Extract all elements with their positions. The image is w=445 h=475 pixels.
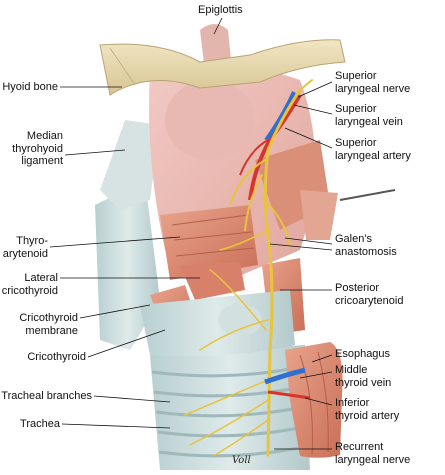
nerves: [184, 79, 313, 457]
superior-vessels: [239, 91, 302, 201]
artist-signature: Voll: [232, 455, 251, 466]
label-epiglottis: Epiglottis: [198, 4, 243, 16]
label-cricothyroid: Cricothyroid: [27, 351, 86, 363]
label-galens-anastomosis: Galen's anastomosis: [335, 233, 397, 258]
label-middle-thyroid-vein: Middle thyroid vein: [335, 364, 392, 389]
leader-lines: [49, 17, 333, 450]
label-inferior-thyroid-artery: Inferior thyroid artery: [335, 397, 400, 422]
retractor: [339, 189, 396, 201]
label-posterior-cricoarytenoid: Posterior cricoarytenoid: [335, 282, 404, 307]
lower-vessels: [264, 367, 311, 400]
trachea: [150, 345, 310, 470]
label-superior-laryngeal-artery: Superior laryngeal artery: [335, 137, 411, 162]
label-thyroarytenoid: Thyro- arytenoid: [2, 235, 48, 260]
label-median-thyrohyoid-ligament: Median thyrohyoid ligament: [12, 130, 63, 167]
label-hyoid-bone: Hyoid bone: [2, 81, 58, 93]
label-lateral-cricothyroid: Lateral cricothyroid: [1, 272, 58, 297]
lateral-cricothyroid-muscle: [180, 262, 245, 300]
label-cricothyroid-membrane: Cricothyroid membrane: [19, 312, 78, 337]
label-tracheal-branches: Tracheal branches: [1, 390, 92, 402]
hyoid-bone: [99, 39, 346, 96]
label-recurrent-laryngeal-nerve: Recurrent laryngeal nerve: [335, 441, 411, 466]
label-esophagus: Esophagus: [335, 348, 391, 360]
label-trachea: Trachea: [20, 418, 60, 430]
label-superior-laryngeal-vein: Superior laryngeal vein: [335, 103, 403, 128]
label-superior-laryngeal-nerve: Superior laryngeal nerve: [335, 70, 411, 95]
